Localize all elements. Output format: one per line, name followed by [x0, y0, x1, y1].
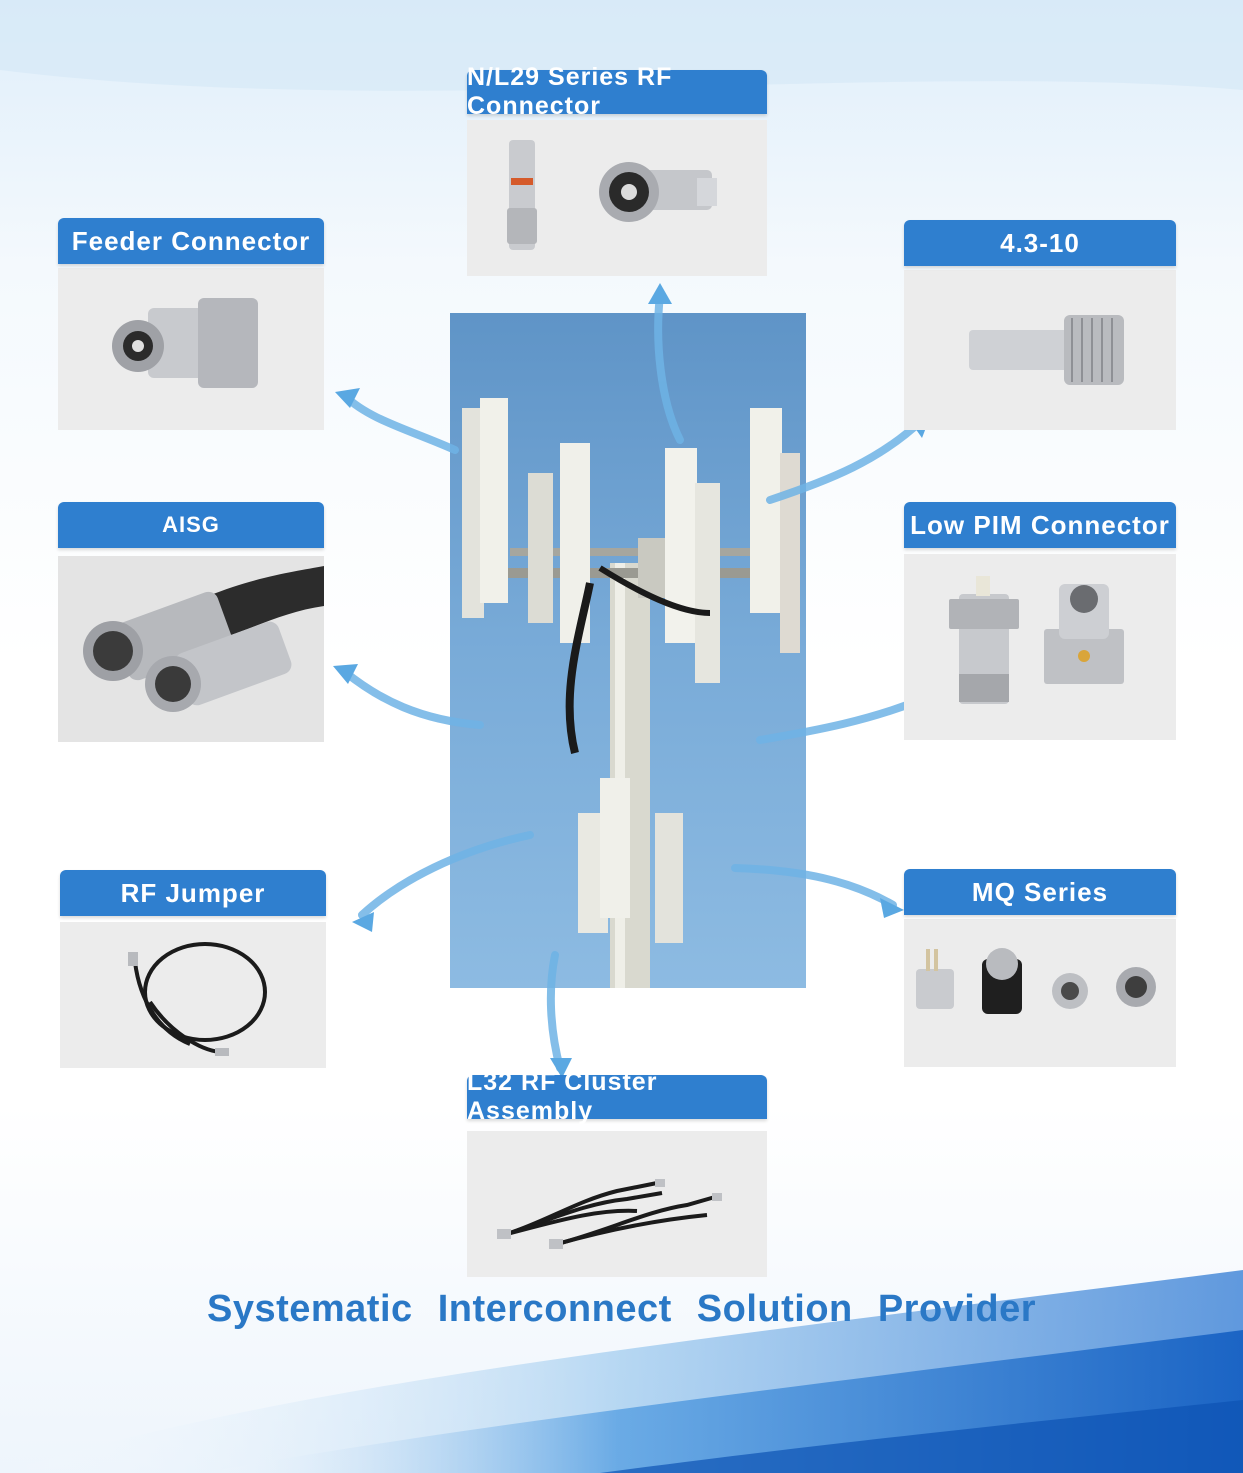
- card-l32-image: [467, 1131, 767, 1277]
- card-nl29[interactable]: N/L29 Series RF Connector: [467, 63, 767, 276]
- card-mq-title: MQ Series: [904, 869, 1176, 915]
- card-lowpim-title: Low PIM Connector: [904, 502, 1176, 548]
- card-feeder[interactable]: Feeder Connector: [58, 218, 324, 430]
- card-aisg-title: AISG: [58, 502, 324, 548]
- card-rfjumper-image: [60, 922, 326, 1068]
- card-lowpim[interactable]: Low PIM Connector: [904, 502, 1176, 740]
- card-l32[interactable]: L32 RF Cluster Assembly: [467, 1068, 767, 1277]
- card-rfjumper-title: RF Jumper: [60, 870, 326, 916]
- card-lowpim-image: [904, 554, 1176, 740]
- card-mq-image: [904, 919, 1176, 1067]
- card-4310-title: 4.3-10: [904, 220, 1176, 266]
- card-4310-image: [904, 270, 1176, 430]
- card-mq[interactable]: MQ Series: [904, 869, 1176, 1067]
- card-l32-title: L32 RF Cluster Assembly: [467, 1068, 767, 1125]
- card-feeder-title: Feeder Connector: [58, 218, 324, 264]
- card-aisg-image: [58, 556, 324, 742]
- card-feeder-image: [58, 268, 324, 430]
- card-aisg[interactable]: AISG: [58, 502, 324, 742]
- card-nl29-image: [467, 120, 767, 276]
- cell-tower-photo: [450, 313, 806, 988]
- card-rfjumper[interactable]: RF Jumper: [60, 870, 326, 1068]
- card-4310[interactable]: 4.3-10: [904, 220, 1176, 430]
- tagline: Systematic Interconnect Solution Provide…: [206, 1288, 1036, 1330]
- card-nl29-title: N/L29 Series RF Connector: [467, 63, 767, 120]
